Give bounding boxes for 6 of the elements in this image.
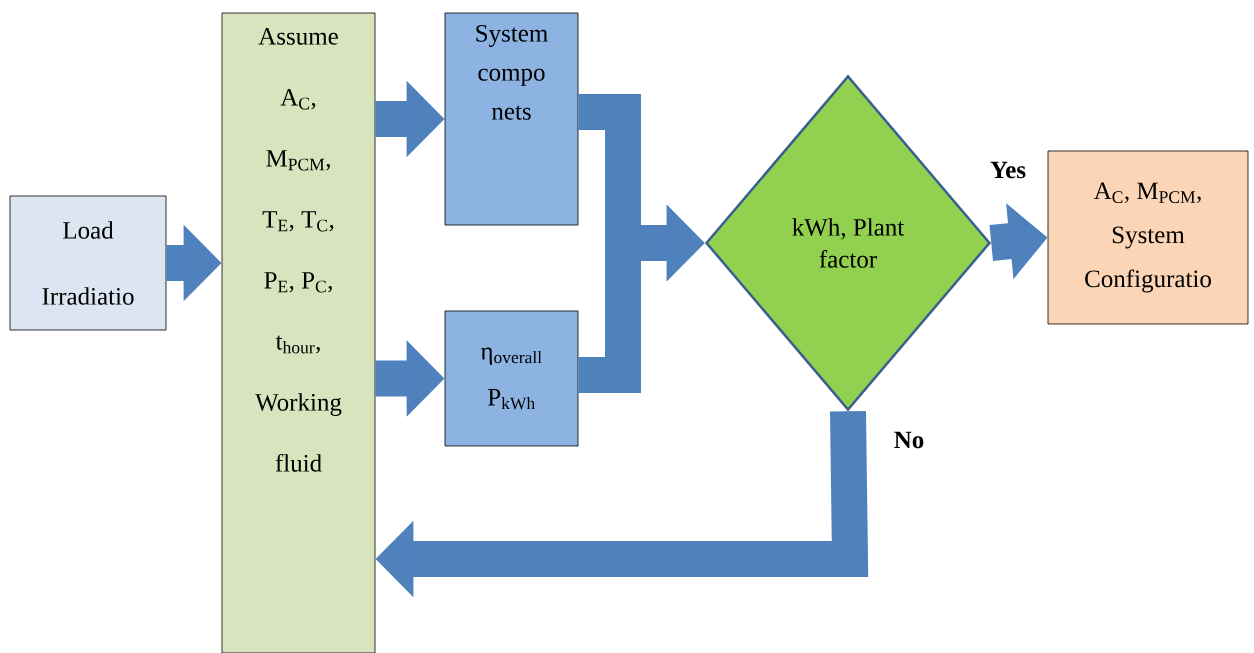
edge-label: No — [891, 429, 927, 451]
output-box: A$_{C}$, M$_{PCM}$, System Configuratio — [1047, 150, 1249, 325]
process-box: Assume A$_{C}$, M$_{PCM}$, T$_{E}$, T$_{C}$, P$_{E}$, P$_{C}$, t$_{hour}$, Working fluid — [221, 12, 376, 653]
process-box: Load Irradiatio — [9, 195, 167, 331]
process-box: System compo nets — [444, 12, 579, 226]
process-box: η$_{overall}$ P$_{kWh}$ — [444, 310, 579, 447]
